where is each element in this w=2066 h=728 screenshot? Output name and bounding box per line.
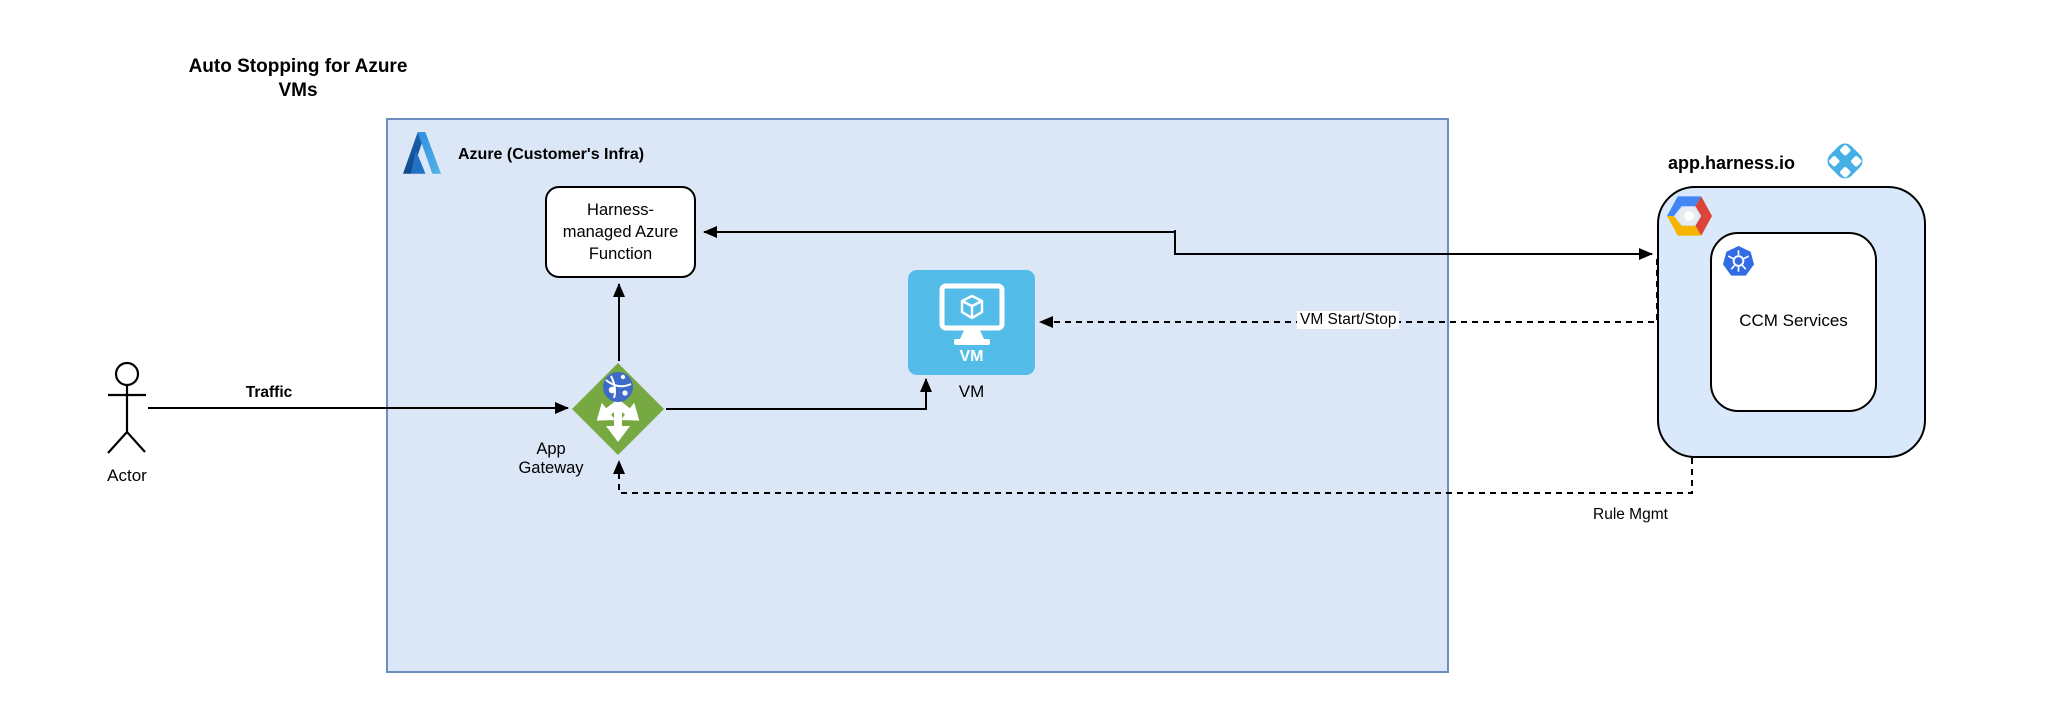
vm-monitor-icon bbox=[934, 283, 1010, 354]
gcp-icon bbox=[1666, 195, 1713, 242]
app-gateway-label: App Gateway bbox=[518, 440, 584, 477]
function-node: Harness- managed Azure Function bbox=[545, 186, 696, 278]
edge-label-vm-start-stop: VM Start/Stop bbox=[1297, 311, 1400, 329]
azure-container-label: Azure (Customer's Infra) bbox=[458, 146, 645, 163]
azure-logo-icon bbox=[403, 131, 441, 180]
edge-label-traffic: Traffic bbox=[245, 384, 293, 401]
harness-logo-icon bbox=[1820, 137, 1870, 190]
vm-node-inner-text: VM bbox=[959, 348, 984, 365]
function-node-label: Harness- managed Azure Function bbox=[562, 201, 679, 263]
diagram-title: Auto Stopping for Azure VMs bbox=[188, 56, 408, 101]
actor-icon bbox=[99, 358, 155, 463]
app-gateway-icon bbox=[569, 360, 667, 463]
kubernetes-icon bbox=[1722, 245, 1755, 283]
vm-node-label: VM bbox=[958, 382, 985, 401]
vm-node: VM bbox=[908, 270, 1035, 375]
actor-label: Actor bbox=[107, 466, 147, 485]
harness-title: app.harness.io bbox=[1668, 153, 1796, 173]
ccm-services-label: CCM Services bbox=[1739, 311, 1848, 330]
edge-label-rule-mgmt: Rule Mgmt bbox=[1593, 506, 1668, 523]
